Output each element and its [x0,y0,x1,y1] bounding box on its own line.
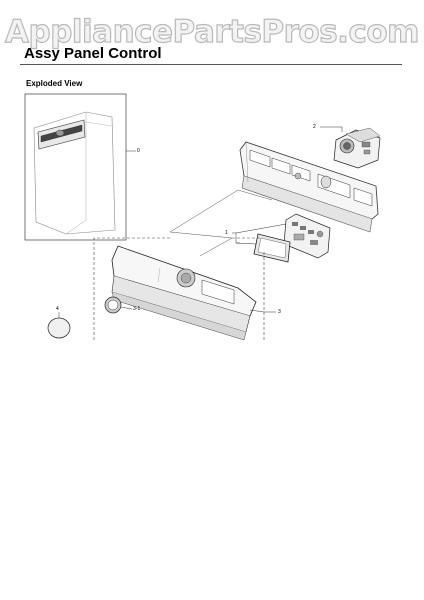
part-1-main-pcb [283,213,331,259]
control-panel-frame [239,141,379,233]
title-divider [20,64,402,65]
watermark-logo: AppliancePartsPros.com [4,13,420,50]
callout-0: 0 [137,148,140,154]
part-4-knob-cap [47,312,71,339]
callout-4: 4 [56,306,59,312]
explosion-lines [169,189,273,257]
callout-3: 3 [278,309,281,315]
part-3-1-knob-ring [104,296,133,314]
display-window [253,233,291,263]
part-0-washer-overview [24,93,136,241]
assembly-group-boundary [93,237,265,340]
section-subtitle: Exploded View [26,79,83,88]
callout-2: 2 [313,124,316,130]
page-title: Assy Panel Control [24,45,162,62]
callout-3-1: 3-1 [133,306,141,312]
part-3-front-panel [111,245,257,341]
part-2-sub-pcb [320,126,381,169]
callout-1: 1 [225,230,228,236]
